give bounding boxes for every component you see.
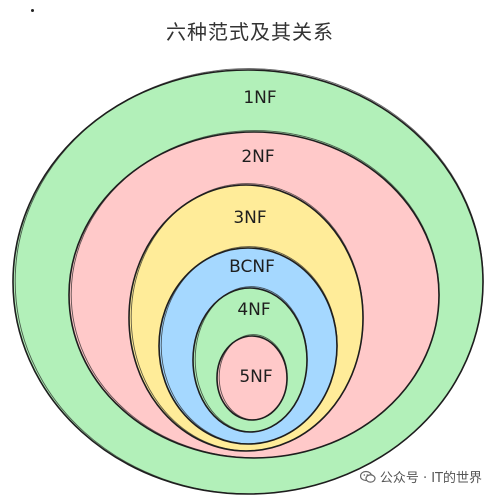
- ellipse-5nf-sketch: [218, 334, 288, 421]
- label-3nf: 3NF: [233, 208, 266, 228]
- stray-dot: [31, 9, 34, 12]
- label-bcnf: BCNF: [229, 257, 275, 277]
- label-2nf: 2NF: [241, 147, 274, 167]
- watermark-text: 公众号 · IT的世界: [379, 471, 482, 486]
- ellipse-2nf-sketch: [70, 130, 440, 459]
- ellipse-layer: [12, 68, 484, 495]
- ellipse-4nf-sketch: [194, 286, 308, 433]
- ellipse-bcnf-sketch: [160, 246, 338, 445]
- ellipse-3nf-sketch: [130, 183, 364, 452]
- ellipse-1nf-sketch: [14, 68, 484, 495]
- label-1nf: 1NF: [243, 88, 276, 108]
- label-layer: 1NF 2NF 3NF BCNF 4NF 5NF: [229, 88, 277, 387]
- diagram-title: 六种范式及其关系: [166, 20, 334, 44]
- label-5nf: 5NF: [239, 367, 272, 387]
- wechat-icon: [359, 470, 376, 483]
- watermark: 公众号 · IT的世界: [359, 467, 482, 486]
- label-4nf: 4NF: [237, 300, 270, 320]
